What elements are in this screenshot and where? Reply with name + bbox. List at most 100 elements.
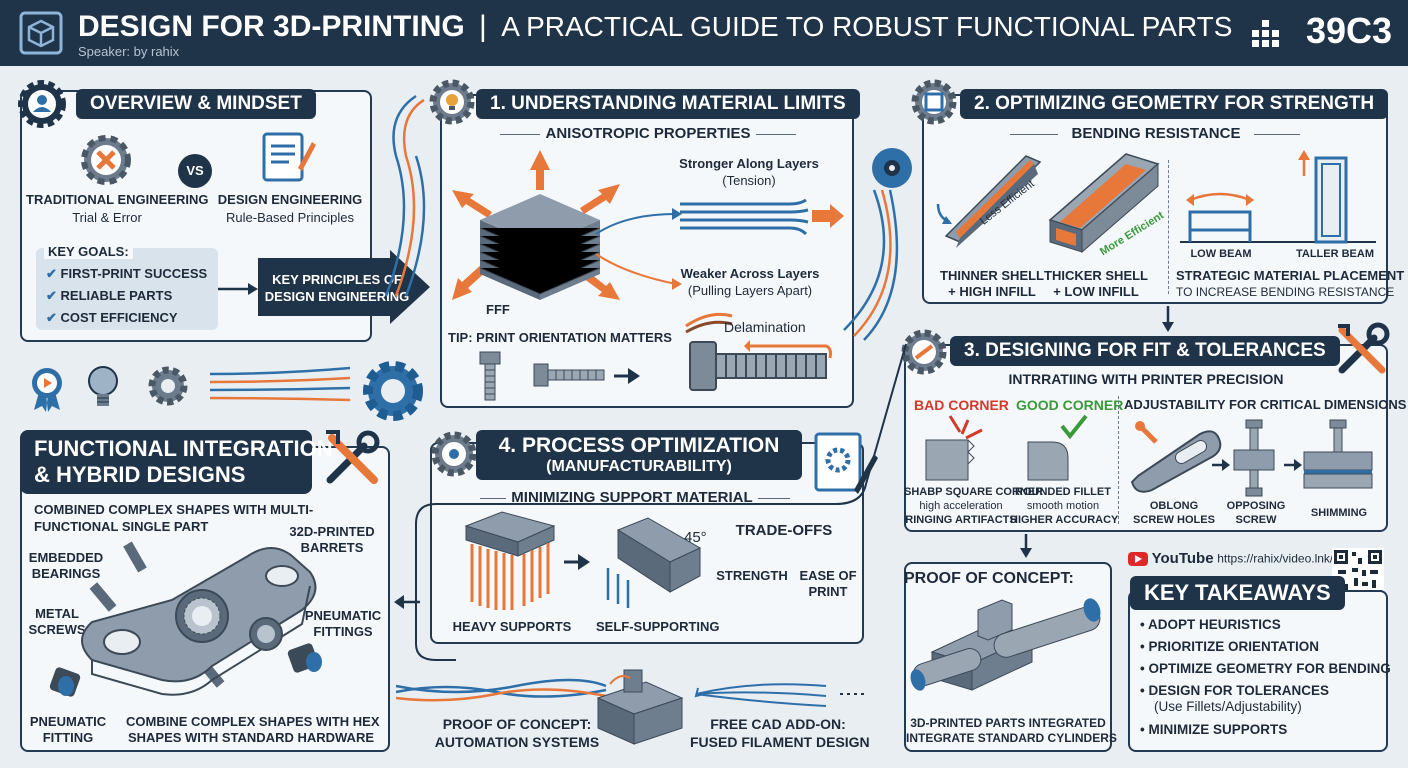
support-subtitle: MINIMIZING SUPPORT MATERIAL bbox=[506, 489, 758, 506]
beam-comparison-icon bbox=[1180, 150, 1376, 244]
delamination-arrows bbox=[685, 312, 733, 334]
event-label: 39C3 bbox=[1305, 10, 1392, 51]
process-title: 4. PROCESS OPTIMIZATION bbox=[498, 434, 780, 457]
angle-label: 45° bbox=[684, 529, 707, 546]
adjustability-label: ADJUSTABILITY FOR CRITICAL DIMENSIONS bbox=[1124, 397, 1407, 412]
arrow-right-icon bbox=[614, 368, 640, 384]
layer-cube-icon bbox=[452, 150, 620, 300]
bad-corner-label: BAD CORNER bbox=[914, 397, 1009, 413]
arrow-right-icon bbox=[218, 283, 258, 295]
arrow-down-icon bbox=[1162, 306, 1174, 332]
taller-beam-label: TALLER BEAM bbox=[1295, 248, 1374, 260]
youtube-url: https://rahix/video.lnk/ bbox=[1217, 551, 1334, 566]
functional-title-box: FUNCTIONAL INTEGRATION & HYBRID DESIGNS bbox=[20, 430, 333, 494]
arrow-right-icon bbox=[564, 554, 590, 570]
horizontal-bolt-icon bbox=[533, 363, 605, 387]
goal-item: ✔ RELIABLE PARTS bbox=[46, 288, 173, 303]
takeaways-title: KEY TAKEAWAYS bbox=[1130, 576, 1345, 610]
strength-label: STRENGTH bbox=[716, 568, 788, 583]
document-icon bbox=[262, 132, 316, 182]
tip-label: TIP: PRINT ORIENTATION MATTERS bbox=[448, 330, 672, 345]
functional-title-line2: & HYBRID DESIGNS bbox=[34, 462, 246, 487]
traditional-engineering-label: TRADITIONAL ENGINEERING bbox=[26, 192, 209, 207]
material-title: 1. UNDERSTANDING MATERIAL LIMITS bbox=[476, 89, 860, 119]
arrow-left-icon bbox=[394, 595, 420, 609]
design-engineering-sub: Rule-Based Principles bbox=[226, 210, 354, 225]
youtube-brand: YouTube bbox=[1151, 550, 1214, 568]
filament-strands-right bbox=[843, 189, 899, 341]
poc-automation-label: PROOF OF CONCEPT:AUTOMATION SYSTEMS bbox=[434, 716, 600, 750]
youtube-icon bbox=[1128, 551, 1148, 566]
flow-lines-icon bbox=[209, 366, 351, 402]
key-goals-list: ✔ FIRST-PRINT SUCCESS ✔ RELIABLE PARTS ✔… bbox=[46, 266, 207, 326]
functional-subtitle: COMBINED COMPLEX SHAPES WITH MULTI-FUNCT… bbox=[34, 502, 314, 534]
takeaways-list: • ADOPT HEURISTICS • PRIORITIZE ORIENTAT… bbox=[1140, 617, 1391, 737]
header-title-line: DESIGN FOR 3D-PRINTING | A PRACTICAL GUI… bbox=[78, 10, 1232, 44]
i-beam-icon bbox=[936, 155, 1042, 248]
youtube-link[interactable]: YouTube https://rahix/video.lnk/ bbox=[1128, 550, 1333, 567]
cube-logo-icon bbox=[19, 11, 63, 55]
strategic-placement-label: STRATEGIC MATERIAL PLACEMENT bbox=[1176, 268, 1405, 283]
delamination-label: Delamination bbox=[724, 319, 806, 335]
tension-label: (Tension) bbox=[722, 173, 776, 188]
traditional-engineering-sub: Trial & Error bbox=[72, 210, 142, 225]
connector-line bbox=[415, 343, 907, 661]
pulling-apart-label: (Pulling Layers Apart) bbox=[687, 283, 813, 298]
goal-item: ✔ COST EFFICIENCY bbox=[46, 310, 178, 325]
principles-arrow-shape bbox=[258, 250, 430, 324]
wrench-gear-icon bbox=[81, 135, 131, 185]
process-title-box: 4. PROCESS OPTIMIZATION (MANUFACTURABILI… bbox=[476, 430, 802, 480]
proof-title: PROOF OF CONCEPT: bbox=[904, 570, 1074, 587]
process-title-sub: (MANUFACTURABILITY) bbox=[546, 458, 732, 475]
bending-subtitle: BENDING RESISTANCE bbox=[1058, 125, 1254, 142]
strategic-placement-sub: TO INCREASE BENDING RESISTANCE bbox=[1176, 285, 1395, 299]
filament-strands bbox=[384, 94, 426, 297]
large-gear-icon bbox=[363, 361, 423, 421]
functional-title-line1: FUNCTIONAL INTEGRATION bbox=[34, 436, 333, 461]
page-title: DESIGN FOR 3D-PRINTING bbox=[78, 10, 465, 43]
takeaway-item: • DESIGN FOR TOLERANCES bbox=[1140, 683, 1330, 698]
freecad-addon-label: FREE CAD ADD-ON:FUSED FILAMENT DESIGN bbox=[690, 716, 870, 750]
lightbulb-gear-icon bbox=[429, 79, 475, 125]
takeaway-item: • MINIMIZE SUPPORTS bbox=[1140, 721, 1288, 737]
sharp-corner-icon bbox=[925, 415, 983, 481]
low-beam-label: LOW BEAM bbox=[1190, 248, 1252, 260]
tension-connectors bbox=[595, 208, 682, 290]
anisotropic-subtitle: ANISOTROPIC PROPERTIES bbox=[540, 125, 756, 142]
self-supporting-icon bbox=[606, 517, 702, 608]
title-separator: | bbox=[479, 10, 487, 43]
cylinder-assembly-icon bbox=[910, 598, 1101, 691]
shimming-icon bbox=[1303, 419, 1373, 489]
arrow-down-icon bbox=[1020, 534, 1032, 558]
shimming-caption: SHIMMING bbox=[1310, 507, 1368, 519]
check-icon: ✔ bbox=[46, 266, 57, 281]
heavy-supports-label: HEAVY SUPPORTS bbox=[452, 619, 572, 634]
arrow-right-icon bbox=[1284, 459, 1302, 471]
rounded-fillet-icon bbox=[1027, 414, 1088, 481]
hybrid-part-illustration bbox=[49, 541, 322, 697]
page-subtitle: A PRACTICAL GUIDE TO ROBUST FUNCTIONAL P… bbox=[501, 11, 1233, 42]
header-bar: DESIGN FOR 3D-PRINTING | A PRACTICAL GUI… bbox=[0, 0, 1408, 66]
weaker-across-label: Weaker Across Layers bbox=[680, 266, 820, 281]
award-icon bbox=[32, 368, 62, 412]
oblong-bracket-icon bbox=[1130, 421, 1222, 493]
section-divider bbox=[1118, 396, 1119, 524]
takeaway-item: • OPTIMIZE GEOMETRY FOR BENDING bbox=[1140, 661, 1391, 676]
precision-subtitle: INTRRATIING WITH PRINTER PRECISION bbox=[1008, 371, 1284, 387]
vs-badge: VS bbox=[178, 154, 212, 188]
fff-label: FFF bbox=[486, 302, 510, 317]
automation-block-icon bbox=[596, 669, 684, 745]
section-divider bbox=[1168, 160, 1169, 294]
takeaways-panel bbox=[1128, 590, 1388, 752]
geometry-title: 2. OPTIMIZING GEOMETRY FOR STRENGTH bbox=[960, 89, 1389, 119]
good-corner-label: GOOD CORNER bbox=[1016, 397, 1124, 413]
